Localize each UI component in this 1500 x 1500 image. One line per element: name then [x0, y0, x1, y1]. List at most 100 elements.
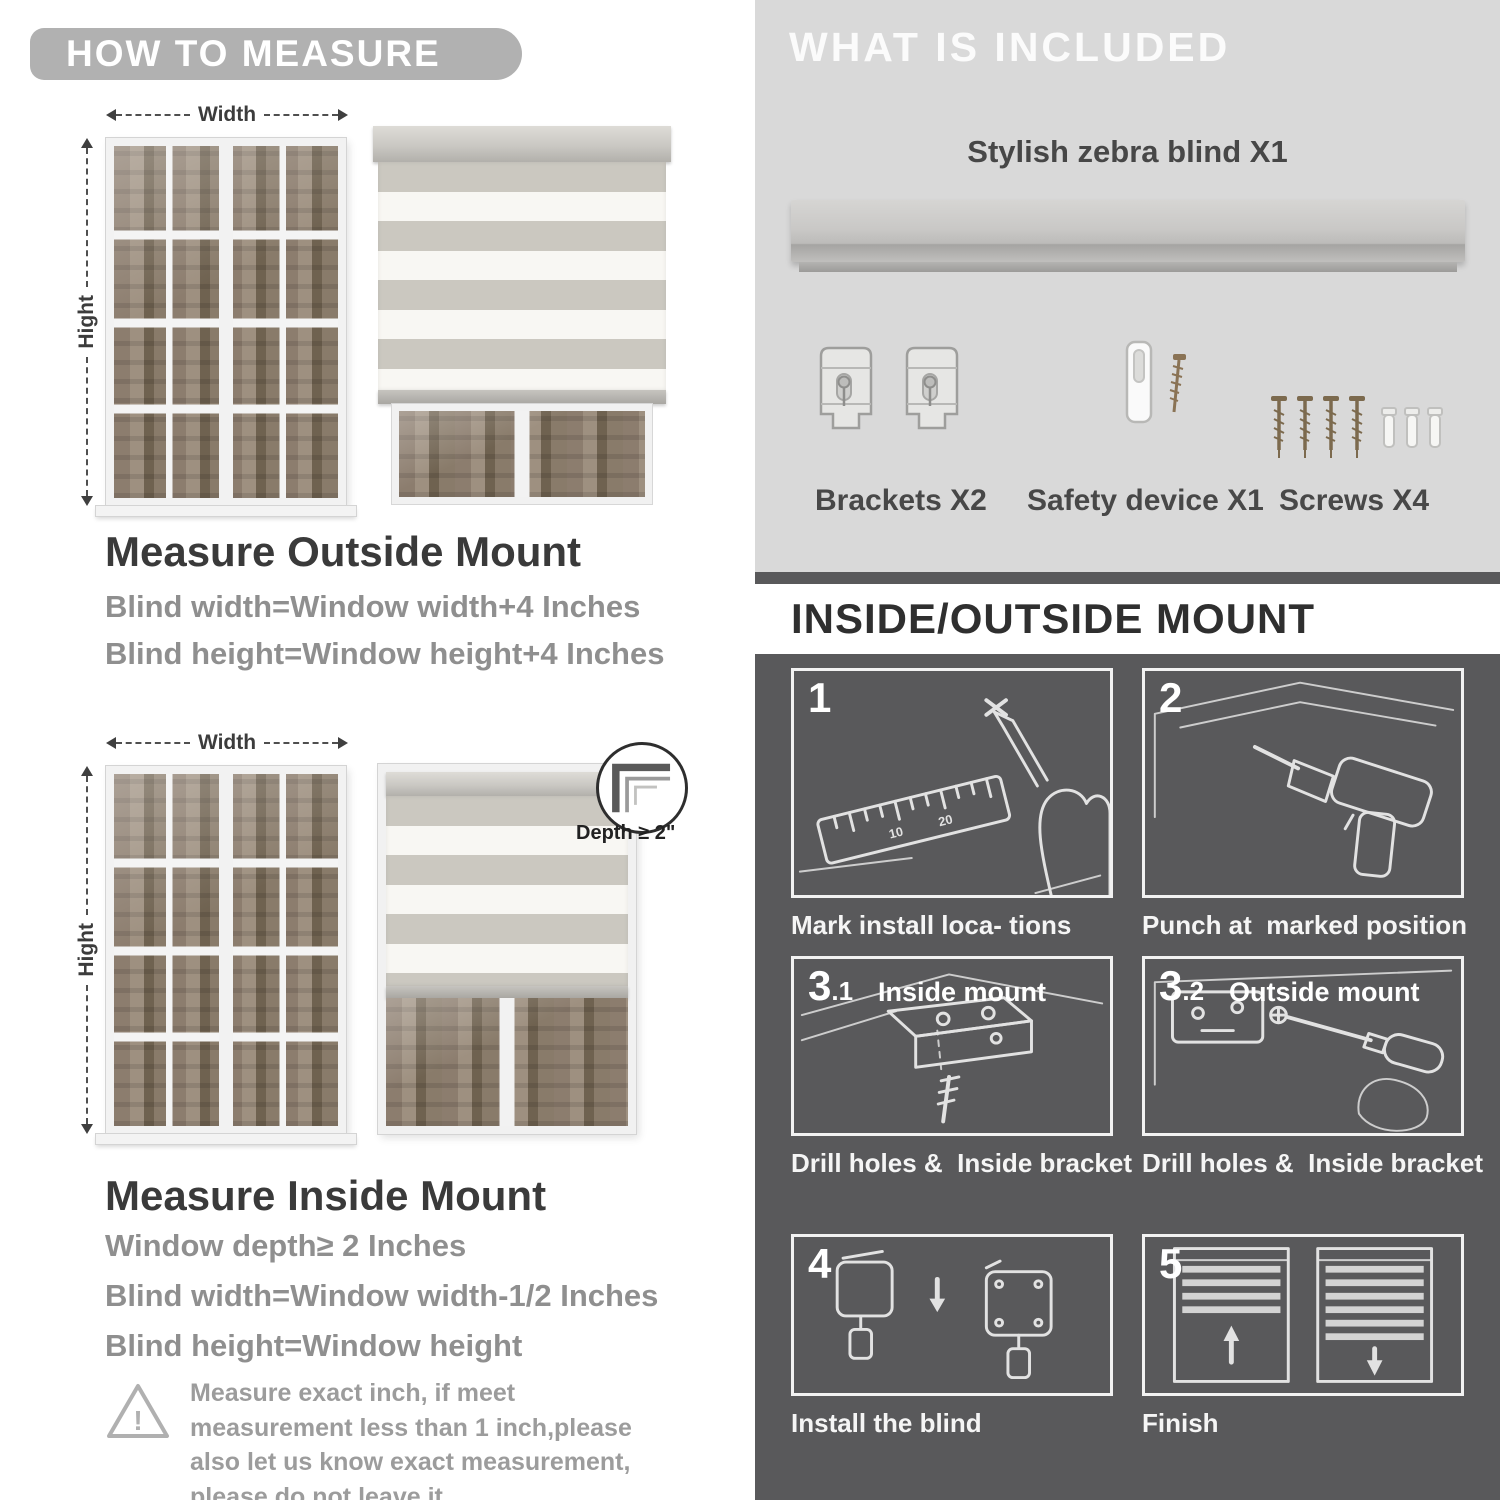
- step-number: 3.2: [1159, 962, 1205, 1009]
- dashed-line: [86, 356, 88, 496]
- outside-mount-line: Blind height=Window height+4 Inches: [105, 636, 665, 671]
- depth-callout-label: Depth ≥ 2": [576, 822, 676, 844]
- how-to-measure-title: HOW TO MEASURE: [66, 33, 441, 74]
- window-sill: [96, 506, 356, 516]
- arrow-up-icon: [81, 138, 93, 148]
- step-4-caption: Install the blind: [791, 1408, 982, 1438]
- what-is-included-title: WHAT IS INCLUDED: [789, 24, 1231, 70]
- step-3-2-illustration: [1153, 969, 1453, 1132]
- dashed-line: [264, 742, 338, 744]
- mount-title-band: INSIDE/OUTSIDE MOUNT: [755, 584, 1500, 654]
- outside-mount-title: Measure Outside Mount: [105, 528, 582, 575]
- brackets-icon: [819, 346, 959, 430]
- dashed-line: [116, 742, 190, 744]
- step-4-illustration: [835, 1250, 1053, 1380]
- safety-device-label: Safety device X1: [1027, 484, 1264, 517]
- window-below-blind: [392, 404, 652, 504]
- blind-bottomrail: [378, 390, 666, 404]
- step-number: 2: [1159, 674, 1183, 721]
- step-2-panel: 2: [1142, 668, 1464, 898]
- height-label: Hight: [75, 295, 98, 349]
- width-label: Width: [197, 103, 257, 126]
- window-illustration-outside: [106, 138, 346, 506]
- zebra-blind-headrail-image: [791, 200, 1465, 272]
- zebra-stripes: [386, 796, 628, 986]
- step-4: 4 Install the blind: [791, 1234, 1113, 1439]
- blind-outside-illustration: [373, 126, 671, 504]
- dashed-line: [86, 984, 88, 1124]
- step-number: 1: [808, 674, 832, 721]
- step-3-1-title: Inside mount: [878, 977, 1046, 1007]
- blind-bottomrail: [386, 986, 628, 998]
- window-below-blind: [386, 998, 628, 1126]
- height-measure-outside: Hight: [75, 138, 98, 506]
- step-5: 5 Finish: [1142, 1234, 1464, 1439]
- dashed-line: [116, 114, 190, 116]
- arrow-down-icon: [81, 1124, 93, 1134]
- screws-icon: [1269, 394, 1443, 460]
- safety-device-icon: [1125, 340, 1186, 424]
- blind-headrail: [373, 126, 671, 162]
- step-4-panel: 4: [791, 1234, 1113, 1396]
- mount-steps: 10 20 1 Mark install loca- tions: [791, 668, 1483, 1488]
- warning-exclamation: !: [133, 1405, 142, 1436]
- window-glass: [114, 146, 338, 498]
- arrow-up-icon: [81, 766, 93, 776]
- step-3-2: 3.2 Outside mount Drill holes & Inside b…: [1142, 956, 1483, 1179]
- window-illustration-inside: [106, 766, 346, 1134]
- step-1-caption: Mark install loca- tions: [791, 910, 1072, 940]
- step-2: 2 Punch at marked position: [1142, 668, 1468, 941]
- inside-mount-line: Window depth≥ 2 Inches: [105, 1228, 467, 1263]
- arrow-right-icon: [338, 737, 348, 749]
- inside-mount-title: Measure Inside Mount: [105, 1172, 547, 1219]
- window-glass: [399, 411, 645, 497]
- blind-headrail: [386, 772, 628, 796]
- step-number: 3.1: [808, 962, 854, 1009]
- height-label: Hight: [75, 923, 98, 977]
- step-5-illustration: [1172, 1247, 1434, 1383]
- step-2-caption: Punch at marked position: [1142, 910, 1468, 940]
- step-3-2-caption: Drill holes & Inside bracket: [1142, 1148, 1483, 1178]
- dashed-line: [86, 148, 88, 288]
- step-3-2-title: Outside mount: [1229, 977, 1420, 1007]
- screws-label: Screws X4: [1279, 484, 1430, 517]
- step-3-1-caption: Drill holes & Inside bracket: [791, 1148, 1132, 1178]
- svg-text:20: 20: [937, 812, 954, 829]
- what-is-included-section: WHAT IS INCLUDED Stylish zebra blind X1: [755, 0, 1500, 572]
- inside-mount-line: Blind width=Window width-1/2 Inches: [105, 1278, 659, 1313]
- width-measure-outside: Width: [106, 103, 348, 126]
- warning-icon: !: [107, 1384, 169, 1438]
- window-sill: [96, 1134, 356, 1144]
- arrow-left-icon: [106, 109, 116, 121]
- arrow-right-icon: [338, 109, 348, 121]
- mount-title: INSIDE/OUTSIDE MOUNT: [791, 595, 1316, 642]
- headrail-lip: [799, 262, 1457, 272]
- step-3-1-panel: 3.1 Inside mount: [791, 956, 1113, 1136]
- window-corner-zoom-icon: [612, 763, 671, 813]
- width-label: Width: [197, 731, 257, 754]
- step-3-2-panel: 3.2 Outside mount: [1142, 956, 1464, 1136]
- outside-mount-line: Blind width=Window width+4 Inches: [105, 589, 641, 624]
- step-number: 5: [1159, 1240, 1183, 1287]
- dashed-line: [264, 114, 338, 116]
- window-glass: [114, 774, 338, 1126]
- inside-mount-line: Blind height=Window height: [105, 1328, 523, 1363]
- svg-text:10: 10: [887, 825, 904, 842]
- arrow-left-icon: [106, 737, 116, 749]
- zebra-blind-label: Stylish zebra blind X1: [967, 134, 1288, 169]
- width-measure-inside: Width: [106, 731, 348, 754]
- arrow-down-icon: [81, 496, 93, 506]
- warning-text: Measure exact inch, if meet measurement …: [190, 1379, 632, 1500]
- how-to-measure-banner: HOW TO MEASURE: [30, 28, 522, 80]
- step-3-1: 3.1 Inside mount Drill holes & Inside br…: [791, 956, 1132, 1179]
- inside-outside-mount-section: INSIDE/OUTSIDE MOUNT 10 20: [755, 572, 1500, 1500]
- step-5-caption: Finish: [1142, 1408, 1219, 1438]
- step-1-illustration: 10 20: [798, 698, 1110, 895]
- height-measure-inside: Hight: [75, 766, 98, 1134]
- step-1: 10 20 1 Mark install loca- tions: [791, 668, 1113, 941]
- step-number: 4: [808, 1240, 832, 1287]
- step-1-panel: 10 20 1: [791, 668, 1113, 898]
- step-2-illustration: [1153, 681, 1455, 878]
- blind-inside-illustration: [378, 764, 636, 1134]
